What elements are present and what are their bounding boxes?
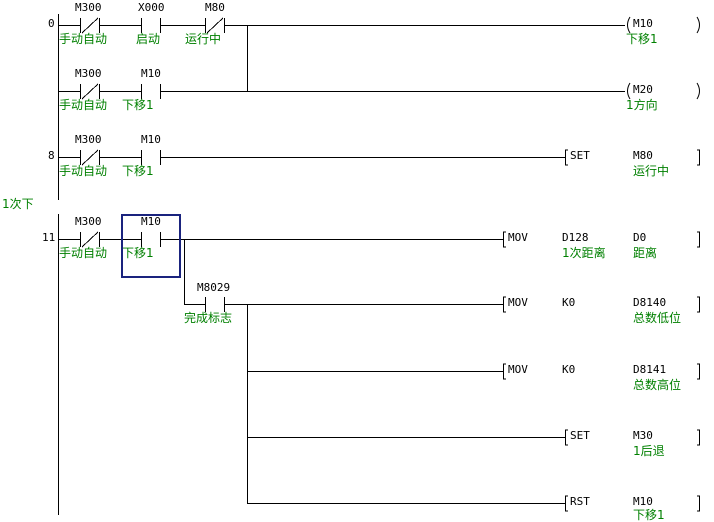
contact-comment: 启动 (136, 32, 161, 46)
instruction-arg-comment: 总数高位 (633, 378, 682, 392)
contact-comment: 手动自动 (59, 98, 108, 112)
instruction-arg-comment: 1后退 (633, 444, 665, 458)
instruction-arg[interactable]: K0 (562, 363, 576, 376)
instruction-arg[interactable]: D128 (562, 231, 589, 244)
contact-device[interactable]: X000 (138, 1, 165, 14)
instruction-arg[interactable]: K0 (562, 296, 576, 309)
contact-device[interactable]: M8029 (197, 281, 231, 294)
instruction-arg-comment: 1次距离 (562, 246, 606, 260)
instruction-op[interactable]: RST (570, 495, 590, 508)
instruction-arg[interactable]: M10 (633, 495, 653, 508)
instruction-arg-comment: 下移1 (633, 508, 665, 522)
instruction-op[interactable]: SET (570, 429, 590, 442)
instruction-arg[interactable]: D8141 (633, 363, 667, 376)
instruction-op[interactable]: MOV (508, 231, 528, 244)
step-number: 8 (48, 149, 55, 162)
contact-device[interactable]: M300 (75, 1, 102, 14)
cursor-selection[interactable] (121, 214, 181, 278)
instruction-arg[interactable]: M30 (633, 429, 653, 442)
instruction-arg[interactable]: M80 (633, 149, 653, 162)
step-number: 11 (42, 231, 56, 244)
coil-comment: 1方向 (626, 98, 658, 112)
contact-comment: 运行中 (185, 32, 222, 46)
instruction-arg[interactable]: D0 (633, 231, 647, 244)
coil-device[interactable]: M20 (633, 83, 653, 96)
instruction-arg[interactable]: D8140 (633, 296, 667, 309)
contact-comment: 手动自动 (59, 164, 108, 178)
contact-comment: 手动自动 (59, 246, 108, 260)
contact-device[interactable]: M80 (205, 1, 225, 14)
contact-comment: 下移1 (122, 246, 154, 260)
instruction-arg-comment: 运行中 (633, 164, 670, 178)
contact-comment: 下移1 (122, 164, 154, 178)
contact-comment: 完成标志 (184, 311, 233, 325)
instruction-op[interactable]: MOV (508, 363, 528, 376)
coil-device[interactable]: M10 (633, 17, 653, 30)
instruction-arg-comment: 距离 (633, 246, 658, 260)
step-number: 0 (48, 17, 55, 30)
contact-comment: 手动自动 (59, 32, 108, 46)
contact-device[interactable]: M300 (75, 215, 102, 228)
statement-comment: 1次下 (2, 197, 34, 211)
contact-device[interactable]: M10 (141, 215, 161, 228)
instruction-op[interactable]: MOV (508, 296, 528, 309)
instruction-arg-comment: 总数低位 (633, 311, 682, 325)
contact-comment: 下移1 (122, 98, 154, 112)
contact-device[interactable]: M300 (75, 133, 102, 146)
contact-device[interactable]: M10 (141, 67, 161, 80)
contact-device[interactable]: M10 (141, 133, 161, 146)
coil-comment: 下移1 (626, 32, 658, 46)
contact-device[interactable]: M300 (75, 67, 102, 80)
instruction-op[interactable]: SET (570, 149, 590, 162)
